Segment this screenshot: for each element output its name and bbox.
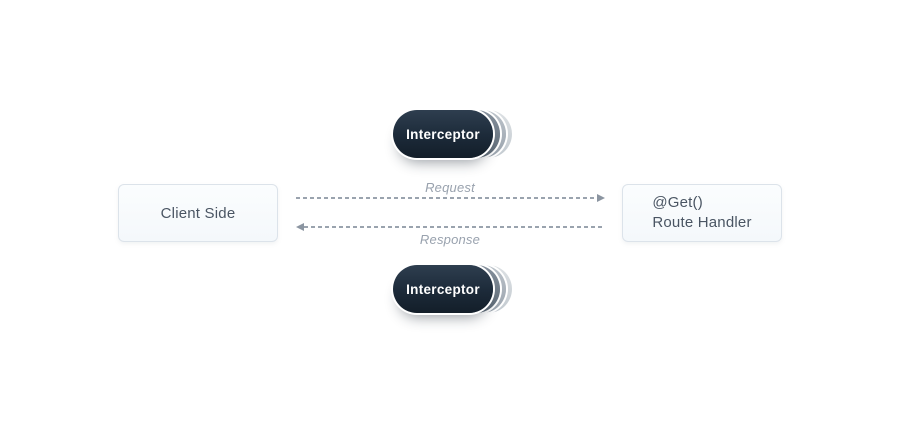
route-handler-text: @Get() Route Handler bbox=[652, 193, 751, 233]
interceptor-bottom-label: Interceptor bbox=[406, 281, 480, 297]
route-handler-label: Route Handler bbox=[652, 214, 752, 231]
client-side-label: Client Side bbox=[160, 204, 236, 222]
request-arrowhead-icon bbox=[597, 194, 605, 202]
interceptor-top-pill: Interceptor bbox=[393, 110, 493, 158]
response-arrowhead-icon bbox=[296, 223, 304, 231]
response-arrow-line bbox=[304, 226, 604, 228]
response-label: Response bbox=[419, 232, 481, 247]
route-handler-box: @Get() Route Handler bbox=[622, 184, 782, 242]
request-arrow-line bbox=[296, 197, 597, 199]
route-decorator-label: @Get() bbox=[652, 194, 703, 211]
request-label: Request bbox=[425, 180, 475, 195]
interceptor-bottom-node: Interceptor bbox=[393, 265, 513, 313]
interceptor-bottom-pill: Interceptor bbox=[393, 265, 493, 313]
interceptor-top-label: Interceptor bbox=[406, 126, 480, 142]
interceptor-top-node: Interceptor bbox=[393, 110, 513, 158]
client-side-box: Client Side bbox=[118, 184, 278, 242]
